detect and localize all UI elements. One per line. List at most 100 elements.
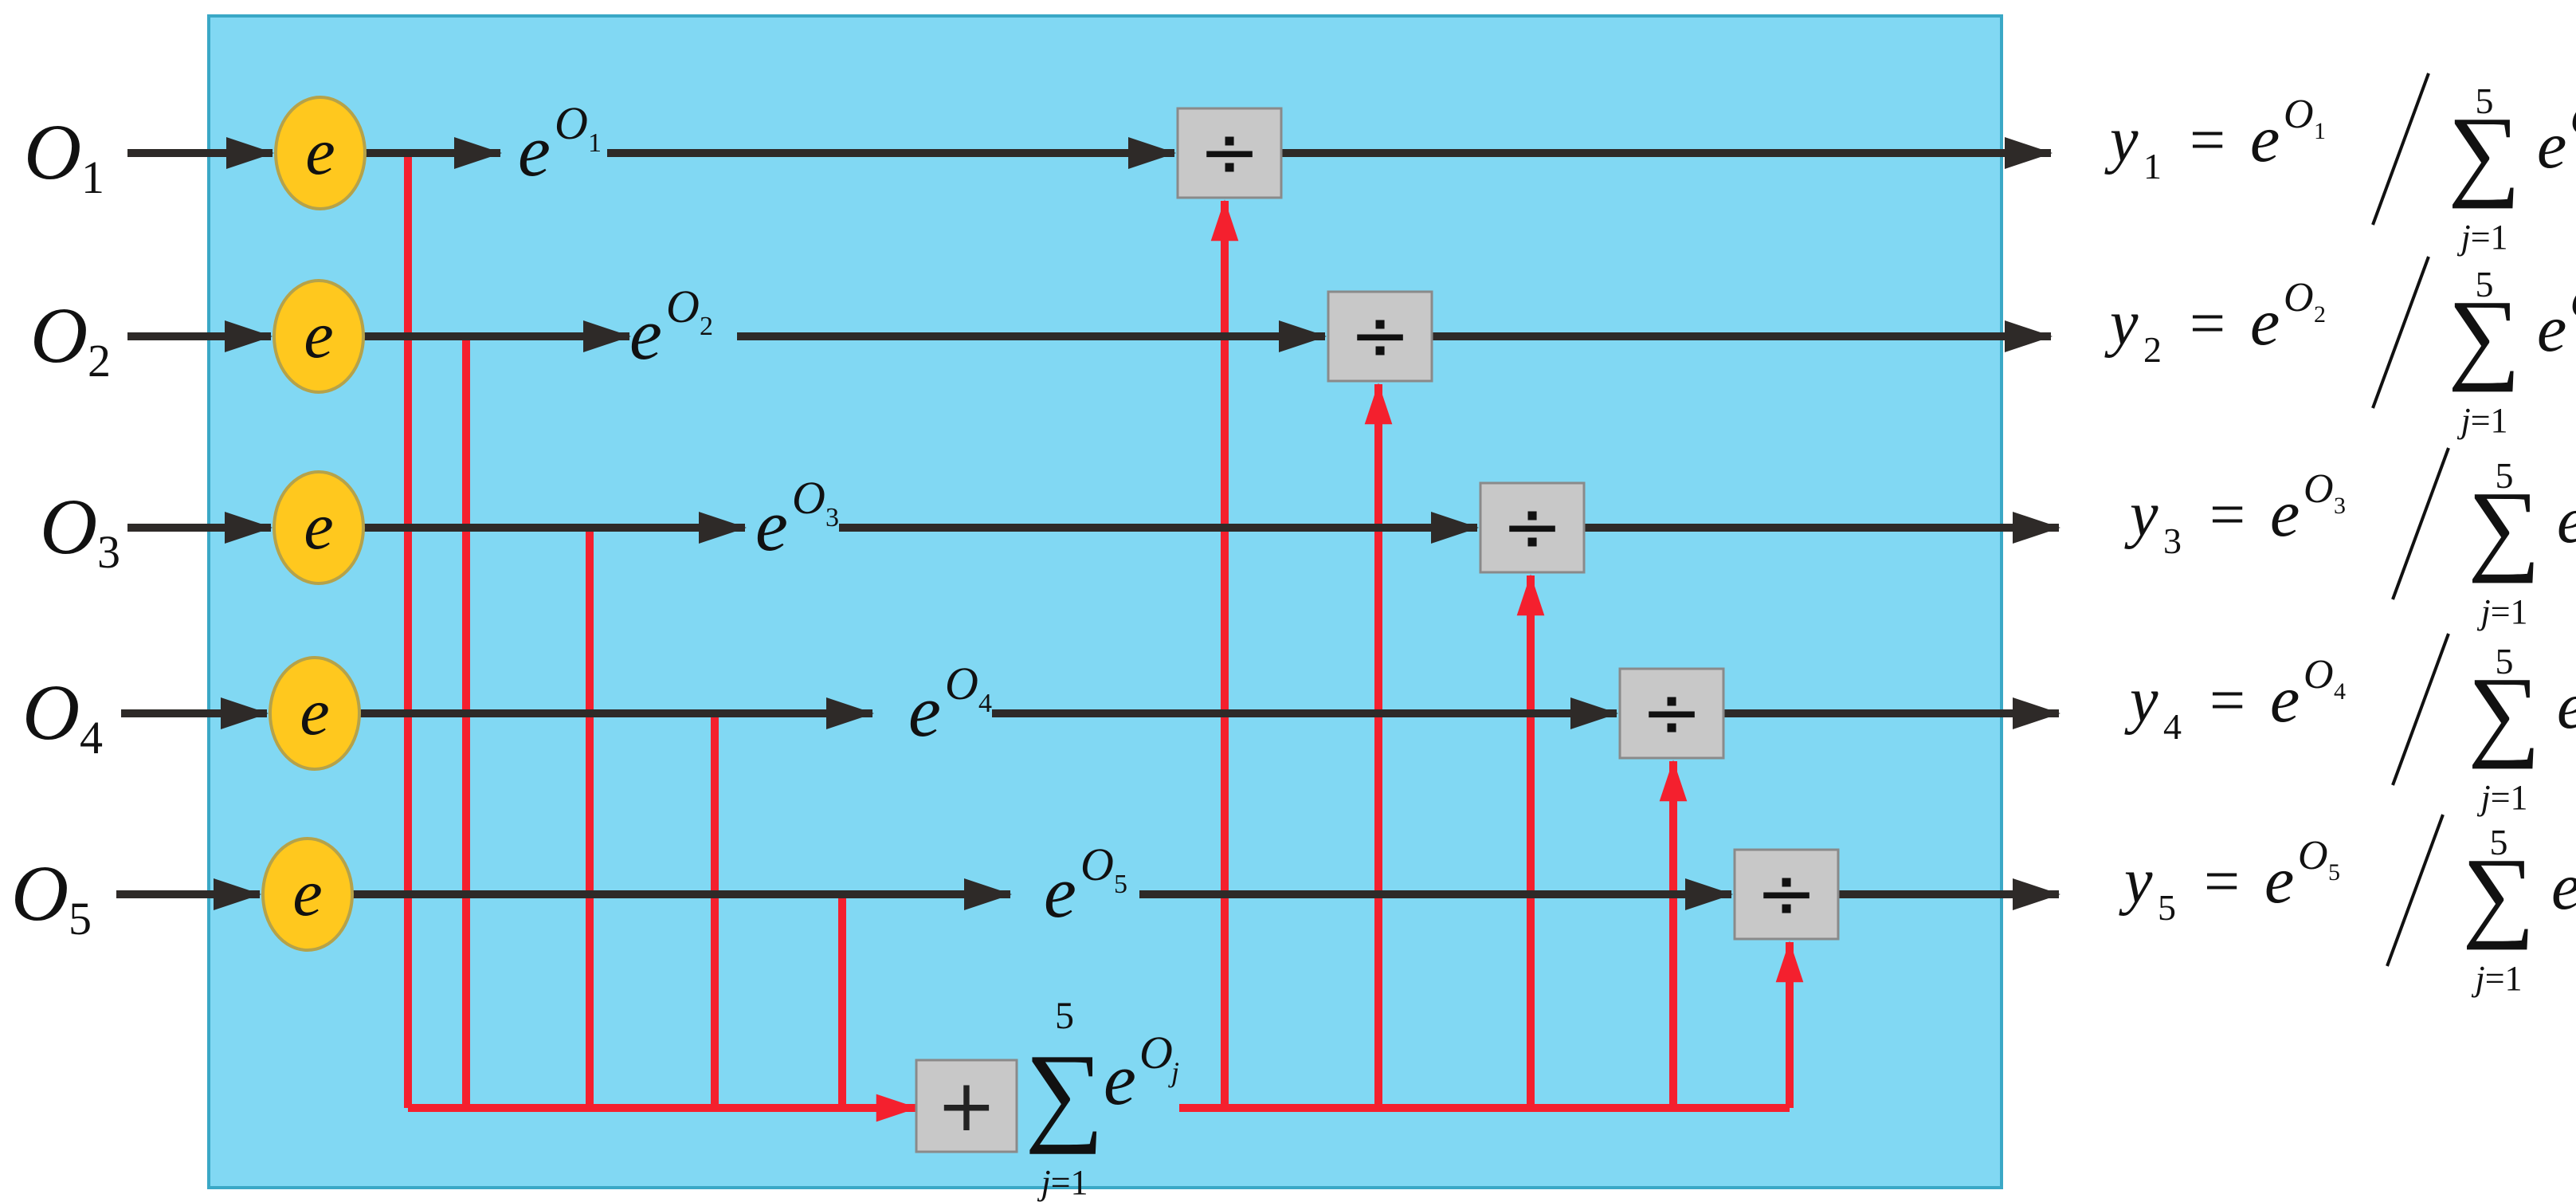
exp-node-1: e: [274, 96, 367, 210]
output-sum-lower-eq: =1: [2491, 778, 2528, 817]
divide-symbol: ÷: [1755, 850, 1817, 936]
divide-box-5: ÷: [1733, 848, 1840, 941]
output-sum-lower-eq: =1: [2471, 401, 2508, 440]
output-sum-upper: 5: [2476, 81, 2494, 121]
output-sum-lower-eq: =1: [2491, 592, 2528, 631]
output-num-sup: O: [2304, 466, 2334, 512]
exp-node-label: e: [300, 675, 329, 749]
exp-node-label: e: [292, 856, 322, 930]
output-num-sup: O: [2284, 92, 2314, 137]
exp-sup: O: [666, 281, 700, 332]
output-y: y: [2104, 289, 2139, 359]
output-y: y: [2104, 105, 2139, 175]
output-term-base: e: [2537, 292, 2566, 366]
output-sum-lower-eq: =1: [2485, 959, 2523, 998]
output-sum-lower-var: j: [2456, 218, 2470, 257]
divide-box-3: ÷: [1479, 481, 1586, 574]
output-sum-lower-var: j: [2476, 592, 2490, 631]
output-num-sup: O: [2284, 275, 2314, 320]
input-base: O: [11, 849, 69, 937]
divide-symbol: ÷: [1641, 670, 1702, 755]
input-subscript: 1: [81, 151, 104, 203]
exp-node-label: e: [305, 115, 335, 189]
output-equals: =: [2190, 289, 2225, 359]
output-sum-lower: j=1: [2456, 401, 2507, 440]
output-sigma: ∑: [2448, 279, 2520, 392]
output-fraction-slash: [2386, 814, 2445, 967]
exp-base: e: [908, 670, 941, 752]
divide-symbol: ÷: [1198, 109, 1260, 194]
plus-symbol: +: [936, 1064, 996, 1148]
sum-term-subsub: j: [1168, 1056, 1179, 1088]
input-subscript: 3: [97, 526, 120, 578]
output-equals: =: [2209, 666, 2245, 736]
exp-base: e: [755, 485, 788, 566]
output-y: y: [2119, 847, 2153, 917]
input-subscript: 2: [88, 335, 111, 387]
svg-text:j=1: j=1: [1037, 1163, 1088, 1202]
input-subscript: 5: [69, 893, 92, 945]
sum-term-sup: O: [1139, 1027, 1173, 1078]
output-equals: =: [2209, 480, 2245, 550]
exp-subsub: 1: [588, 128, 602, 158]
output-sum-lower-var: j: [2456, 401, 2470, 440]
exp-sup: O: [945, 658, 978, 709]
output-sum-lower: j=1: [2471, 959, 2522, 998]
output-sigma: ∑: [2468, 470, 2540, 583]
exp-node-3: e: [272, 470, 365, 585]
output-sum-upper: 5: [2496, 641, 2514, 682]
output-num-base: e: [2250, 102, 2280, 176]
output-num-base: e: [2270, 662, 2300, 737]
input-subscript: 4: [80, 712, 103, 764]
output-term-sup: O: [2570, 281, 2576, 327]
output-sum-lower: j=1: [2476, 778, 2527, 817]
output-num-sup: O: [2298, 833, 2328, 878]
exp-subsub: 4: [978, 689, 992, 718]
sum-expression: 5 ∑ j=1 e O j: [1025, 995, 1179, 1202]
sum-lower-var: j: [1037, 1163, 1050, 1202]
output-sigma: ∑: [2448, 96, 2520, 209]
divide-symbol: ÷: [1501, 484, 1562, 569]
output-sum-lower: j=1: [2456, 218, 2507, 257]
exp-node-label: e: [304, 489, 333, 564]
exp-node-2: e: [272, 279, 365, 394]
output-subscript: 5: [2158, 887, 2176, 928]
output-sum-upper: 5: [2496, 455, 2514, 496]
input-base: O: [40, 482, 97, 571]
output-equals: =: [2204, 847, 2240, 917]
output-term-base: e: [2551, 850, 2576, 924]
divide-box-4: ÷: [1618, 667, 1725, 760]
output-sigma: ∑: [2468, 656, 2540, 769]
output-subscript: 3: [2163, 520, 2182, 561]
output-sum-lower: j=1: [2476, 592, 2527, 631]
exp-node-4: e: [269, 656, 361, 771]
exp-base: e: [1044, 851, 1076, 933]
softmax-panel: [207, 14, 2003, 1189]
sum-sigma: ∑: [1025, 1031, 1104, 1155]
output-sum-upper: 5: [2490, 822, 2508, 862]
signal-arrows: [116, 137, 2060, 910]
output-num-subsub: 3: [2334, 493, 2346, 519]
exp-subsub: 5: [1114, 870, 1127, 899]
divide-box-1: ÷: [1176, 107, 1283, 199]
exp-nodes: e e e e e: [261, 96, 367, 952]
output-y: y: [2124, 480, 2158, 550]
exp-sup: O: [555, 97, 588, 149]
output-subscript: 1: [2143, 146, 2162, 187]
output-sum-lower-var: j: [2471, 959, 2484, 998]
input-base: O: [30, 291, 88, 379]
exp-sup: O: [1080, 839, 1114, 890]
sum-upper-limit: 5: [1055, 995, 1074, 1037]
